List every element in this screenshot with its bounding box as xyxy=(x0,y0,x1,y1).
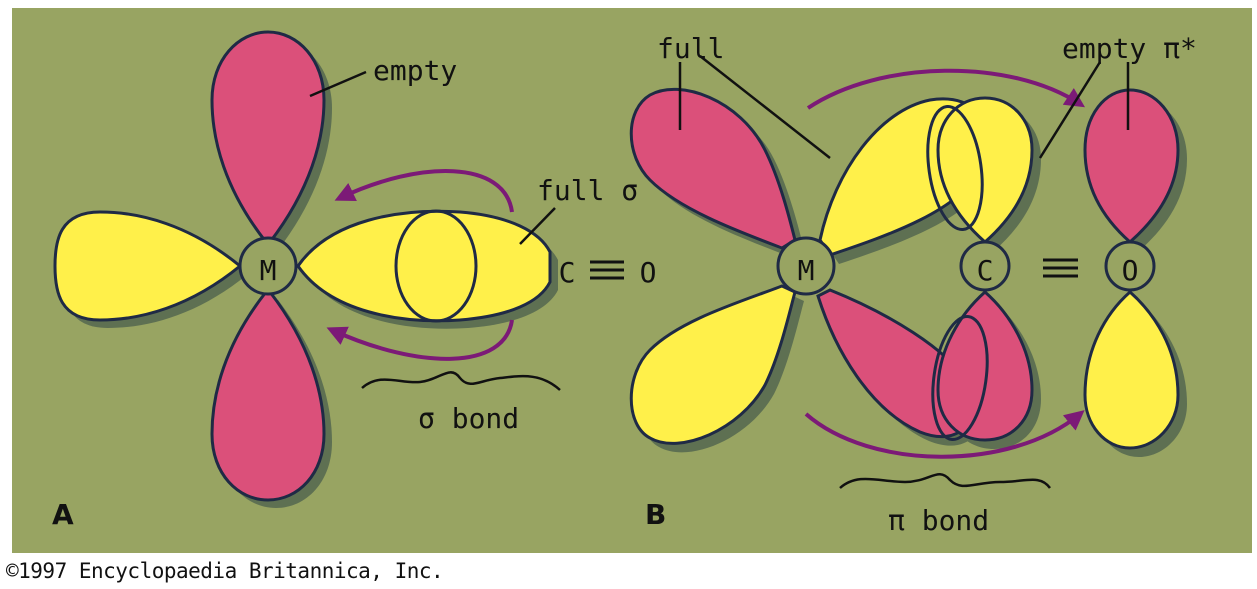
full-sigma-lobe xyxy=(298,211,550,320)
triple-bond-a xyxy=(590,262,624,278)
carbon-pi-star-lobe-bottom xyxy=(938,292,1032,440)
oxygen-label-b: O xyxy=(1122,254,1139,287)
empty-orbital-lobe-top xyxy=(212,32,324,242)
panel-a-orbitals xyxy=(55,32,624,508)
donation-arrow-a xyxy=(340,171,512,212)
pi-bond-brace xyxy=(840,474,1050,488)
full-label-b: full xyxy=(657,32,724,65)
carbon-label-a: C xyxy=(559,256,576,289)
triple-bond-b xyxy=(1043,260,1078,276)
pi-bond-label: π bond xyxy=(888,504,989,537)
empty-pi-star-label: empty π* xyxy=(1062,32,1197,65)
sigma-bond-brace xyxy=(362,372,560,390)
panel-a-letter: A xyxy=(52,498,74,531)
full-sigma-label: full σ xyxy=(537,174,638,207)
panel-b-orbitals xyxy=(631,56,1187,488)
empty-orbital-lobe-bottom xyxy=(212,292,324,500)
metal-label-b: M xyxy=(798,254,815,287)
panel-b-letter: B xyxy=(645,498,666,531)
empty-label-a: empty xyxy=(373,54,457,87)
metal-lobe-lower-left xyxy=(631,286,795,443)
copyright-notice: ©1997 Encyclopaedia Britannica, Inc. xyxy=(6,559,443,583)
carbon-label-b: C xyxy=(977,254,994,287)
oxygen-pi-star-lobe-bottom xyxy=(1085,292,1178,448)
oxygen-label-a: O xyxy=(640,256,657,289)
full-orbital-lobe-left xyxy=(55,212,240,320)
sigma-bond-label: σ bond xyxy=(418,402,519,435)
metal-label-a: M xyxy=(260,254,277,287)
